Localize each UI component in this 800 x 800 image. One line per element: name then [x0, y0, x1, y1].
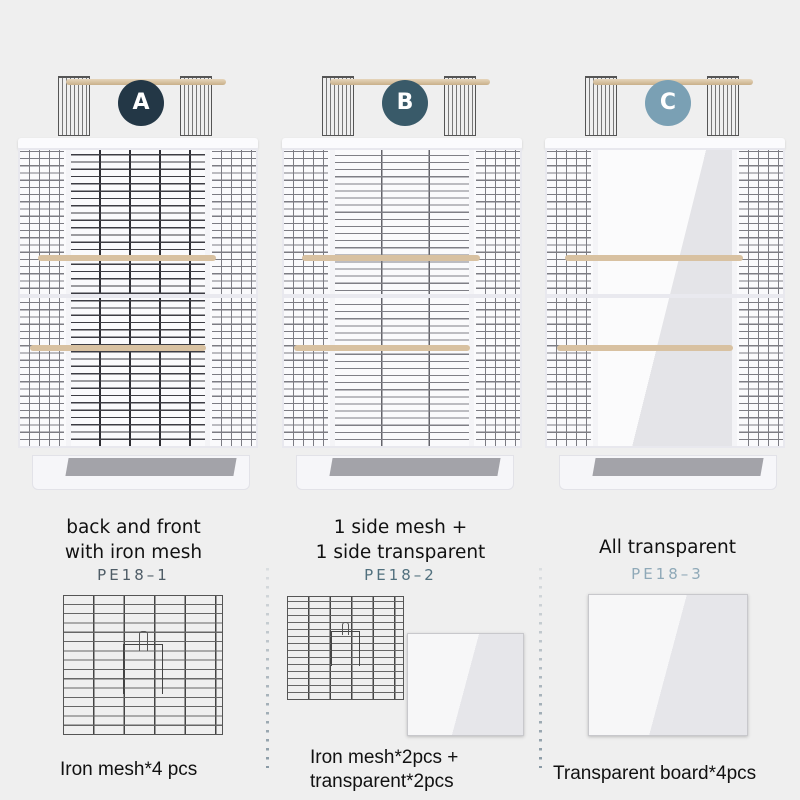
perch-upper	[565, 255, 743, 261]
cage-roof	[545, 138, 785, 150]
variant-b-accessories-line2: transparent*2pcs	[310, 771, 454, 792]
variant-a-accessories: Iron mesh*4 pcs	[60, 759, 198, 780]
iron-mesh-panel	[63, 595, 223, 735]
variant-c: C All transparent PE18–3 Transparent boa…	[534, 0, 800, 800]
divider-2	[539, 568, 542, 768]
cage-image-transparent: C	[545, 70, 785, 505]
cage-roof	[282, 138, 522, 150]
badge-b: B	[382, 80, 428, 126]
badge-c: C	[645, 80, 691, 126]
cage-body	[18, 148, 258, 448]
mesh-latch	[342, 622, 349, 635]
cage-body	[545, 148, 785, 448]
badge-a: A	[118, 80, 164, 126]
variant-c-accessories: Transparent board*4pcs	[553, 763, 757, 784]
front-mesh	[66, 150, 210, 446]
front-transparent-board	[593, 150, 737, 446]
tray-grate	[592, 458, 764, 476]
side-mesh-left	[284, 150, 328, 446]
perch-lower	[294, 345, 470, 351]
side-mesh-left	[20, 150, 64, 446]
transparent-panel-small	[407, 633, 524, 736]
top-door-right	[707, 76, 739, 136]
variant-b: B 1 side mesh + 1 side transparent PE18–…	[267, 0, 534, 800]
transparent-board-panel	[588, 594, 748, 736]
mesh-latch	[139, 631, 148, 651]
top-door-right	[180, 76, 212, 136]
cage-image-mixed: B	[282, 70, 522, 505]
perch-upper	[38, 255, 216, 261]
side-mesh-left	[547, 150, 591, 446]
perch-lower	[557, 345, 733, 351]
divider-1	[266, 568, 269, 768]
cage-image-mesh: A	[18, 70, 258, 505]
top-door-left	[585, 76, 617, 136]
side-mesh-right	[212, 150, 256, 446]
variant-a-description-line2: with iron mesh	[64, 542, 203, 563]
top-door-left	[58, 76, 90, 136]
mid-frame	[547, 294, 783, 298]
cage-tray	[559, 455, 777, 490]
variant-b-accessories-line1: Iron mesh*2pcs +	[310, 747, 459, 768]
variant-c-description: All transparent	[598, 537, 736, 558]
variant-a: A back and front with iron mesh PE18–1 I…	[0, 0, 267, 800]
front-mesh-see-through	[330, 150, 474, 446]
top-door-left	[322, 76, 354, 136]
top-door-right	[444, 76, 476, 136]
variant-a-description-line1: back and front	[66, 517, 201, 538]
mid-frame	[20, 294, 256, 298]
cage-tray	[296, 455, 514, 490]
cage-body	[282, 148, 522, 448]
side-mesh-right	[476, 150, 520, 446]
mesh-door	[123, 644, 163, 694]
mesh-door	[331, 631, 360, 666]
variant-c-model-code: PE18–3	[631, 565, 704, 583]
cage-tray	[32, 455, 250, 490]
variant-b-description-line2: 1 side transparent	[315, 542, 486, 563]
cage-roof	[18, 138, 258, 150]
variant-b-model-code: PE18–2	[364, 566, 437, 584]
variant-a-model-code: PE18–1	[97, 566, 170, 584]
tray-grate	[329, 458, 501, 476]
mid-frame	[284, 294, 520, 298]
variant-b-description-line1: 1 side mesh +	[333, 517, 468, 538]
perch-lower	[30, 345, 206, 351]
side-mesh-right	[739, 150, 783, 446]
tray-grate	[65, 458, 237, 476]
iron-mesh-panel-small	[287, 596, 404, 700]
perch-upper	[302, 255, 480, 261]
